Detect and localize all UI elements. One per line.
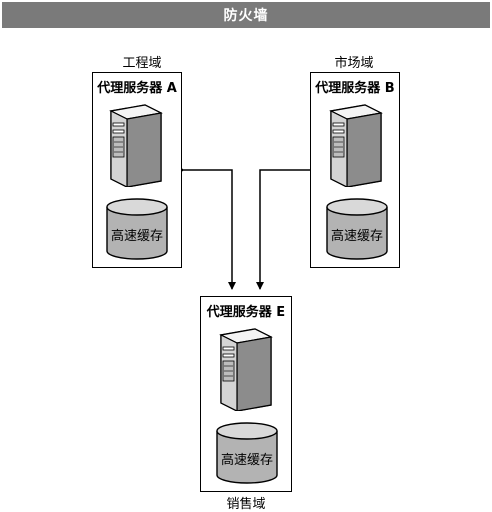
domain-label-marketing: 市场域 (334, 56, 374, 71)
proxy-server-e: 代理服务器 E 高速缓存 (200, 296, 292, 492)
firewall-bar: 防火墙 (2, 2, 490, 28)
cache-label: 高速缓存 (220, 453, 273, 468)
cache-disk: 高速缓存 (215, 421, 279, 485)
cache-label: 高速缓存 (330, 229, 383, 244)
proxy-server-b-title: 代理服务器 B (315, 81, 395, 96)
server-tower-icon (219, 328, 273, 411)
cache-cylinder-icon (216, 422, 278, 484)
cache-label: 高速缓存 (110, 229, 163, 244)
proxy-server-e-title: 代理服务器 E (206, 305, 286, 320)
server-tower-icon (329, 104, 383, 187)
cache-disk: 高速缓存 (325, 197, 389, 261)
domain-label-sales: 销售域 (226, 497, 266, 512)
cache-disk: 高速缓存 (105, 197, 169, 261)
firewall-label: 防火墙 (223, 8, 269, 24)
proxy-server-a-title: 代理服务器 A (97, 81, 177, 96)
cache-cylinder-icon (106, 198, 168, 260)
arrow-a-to-e (177, 166, 236, 290)
proxy-server-b: 代理服务器 B 高速缓存 (310, 72, 400, 268)
cache-cylinder-icon (326, 198, 388, 260)
arrow-b-to-e (256, 166, 316, 290)
proxy-server-a: 代理服务器 A 高速缓存 (92, 72, 182, 268)
domain-label-engineering: 工程域 (122, 56, 162, 71)
server-tower-icon (109, 104, 163, 187)
